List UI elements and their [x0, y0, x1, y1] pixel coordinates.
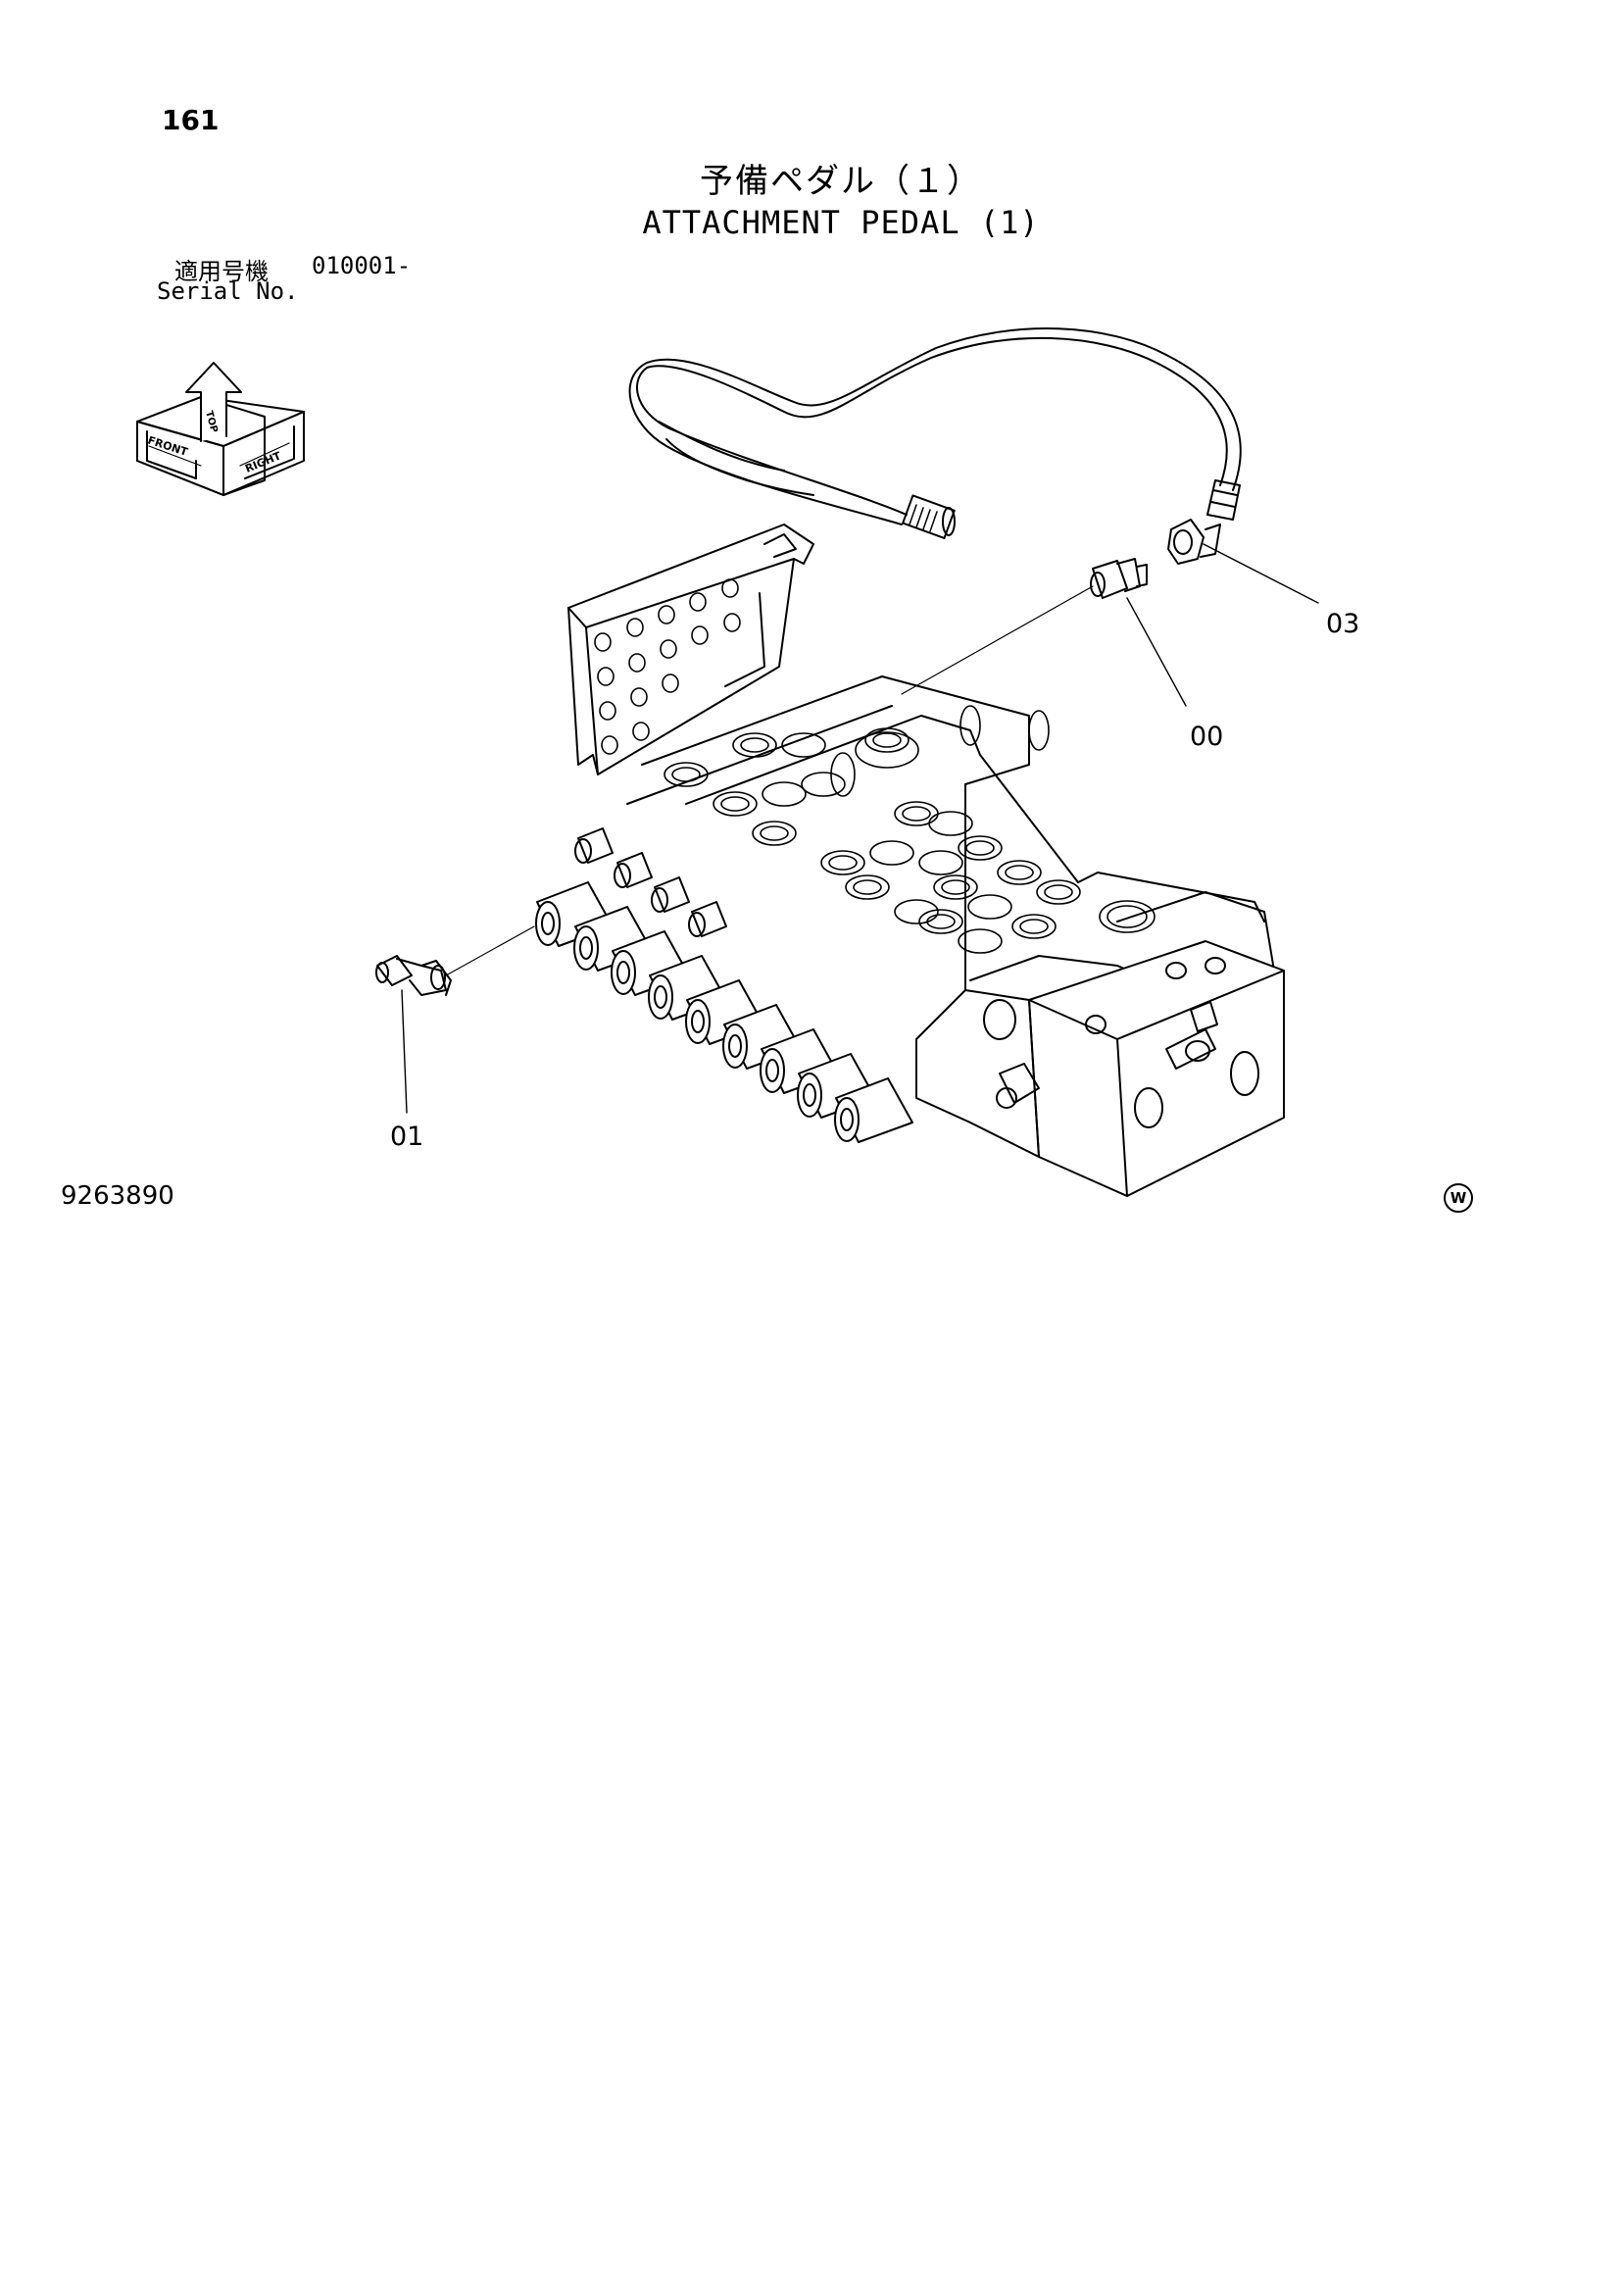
- page-title-english: ATTACHMENT PEDAL (1): [642, 204, 1040, 241]
- callout-label-03: 03: [1326, 609, 1359, 639]
- serial-number-value: 010001-: [312, 252, 412, 279]
- part-03-nut: [1168, 520, 1220, 564]
- control-valve-body: [627, 676, 1284, 1196]
- hose-assembly: [630, 328, 1241, 538]
- page-number: 161: [162, 104, 220, 136]
- assembly-centerline: [902, 586, 1093, 694]
- callout-label-01: 01: [390, 1122, 423, 1152]
- serial-label-japanese: 適用号機: [174, 258, 269, 285]
- leader-line-03: [1204, 544, 1318, 603]
- assembly-centerline-01: [446, 926, 534, 975]
- orientation-cube-icon: FRONT TOP RIGHT: [137, 363, 304, 495]
- valve-spool-ports: [664, 706, 1155, 953]
- w-mark-icon: W: [1444, 1183, 1473, 1213]
- callout-label-00: 00: [1190, 722, 1223, 752]
- mounting-bracket: [568, 524, 813, 774]
- part-01-elbow: [376, 956, 451, 995]
- serial-label-english: Serial No.: [157, 277, 299, 305]
- page-title-japanese: 予備ペダル（１）: [700, 162, 982, 201]
- leader-line-01: [402, 990, 407, 1113]
- leader-line-00: [1127, 598, 1186, 706]
- pilot-caps: [536, 828, 912, 1142]
- part-00-adapter: [1091, 559, 1147, 598]
- drawing-number: 9263890: [61, 1181, 174, 1211]
